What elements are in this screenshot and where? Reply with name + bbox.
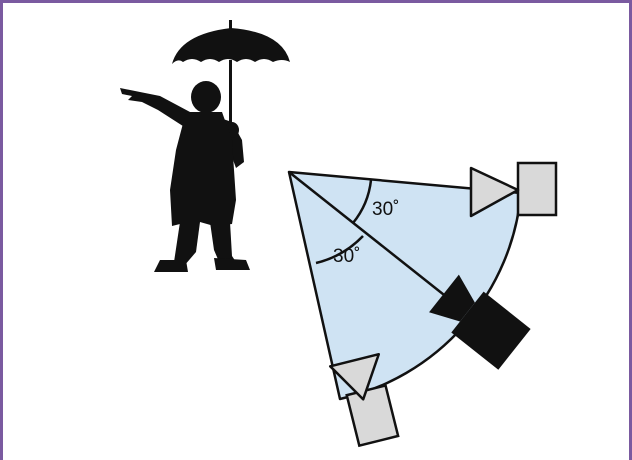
angle-label-top: 30˚ — [372, 199, 399, 220]
angle-label-bottom: 30˚ — [333, 246, 360, 267]
person-with-umbrella-icon — [120, 20, 290, 272]
